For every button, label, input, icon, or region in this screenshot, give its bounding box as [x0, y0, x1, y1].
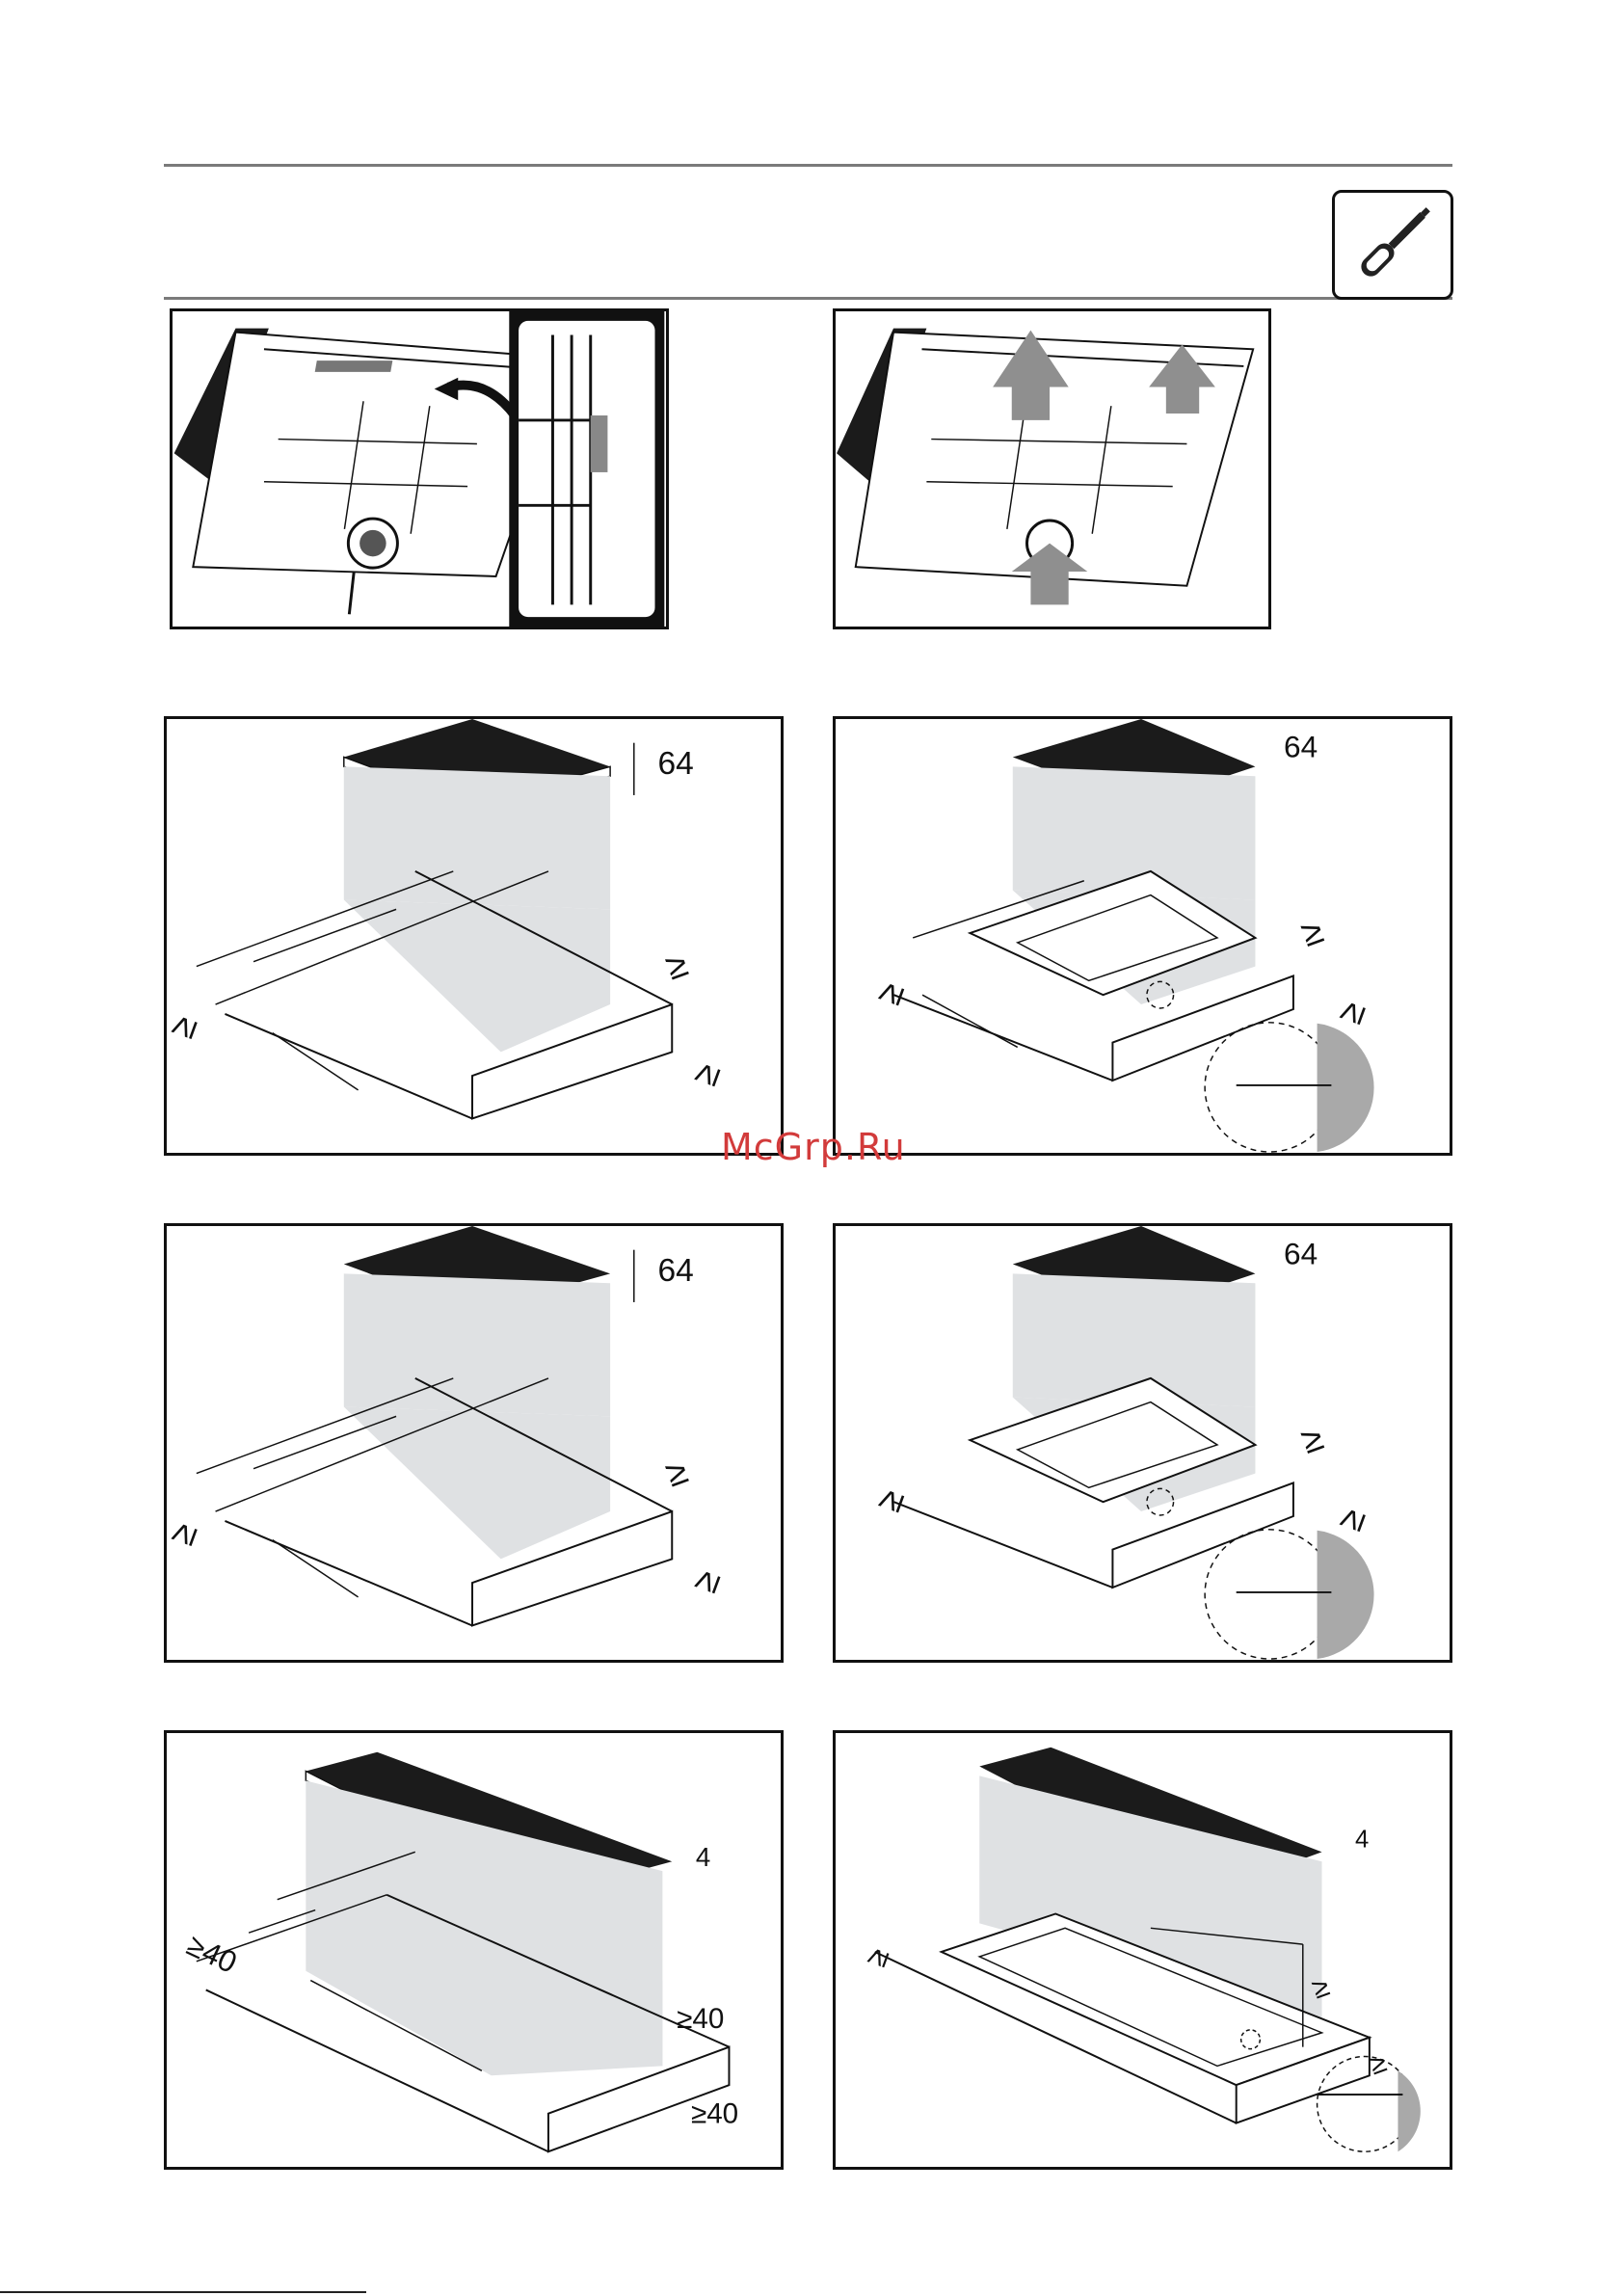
ge-right-1: ≥: [1295, 1416, 1328, 1461]
diagram-long-cutout-surface: 4 ≥ ≥ ≥: [833, 1730, 1452, 2170]
dim-left: ≥40: [182, 1927, 243, 1980]
dim-right-1: ≥40: [677, 2003, 724, 2035]
ge-left: ≥: [167, 1010, 205, 1043]
footer-rule: [0, 2291, 366, 2293]
diagram-long-cutout-flush: 4 ≥40 ≥40 ≥40: [164, 1730, 784, 2170]
ge-right-2: ≥: [683, 1057, 729, 1090]
screwdriver-icon-box: [1332, 190, 1453, 300]
ge-left: ≥: [858, 1943, 896, 1971]
ge-left: ≥: [167, 1517, 205, 1550]
ge-right-1: ≥: [1295, 909, 1328, 954]
height-dimension: 4: [1355, 1826, 1369, 1853]
diagram-cutout-surface-2: 64 ≥ ≥ ≥: [833, 1223, 1452, 1663]
header-rule-top: [164, 164, 1452, 167]
header-rule-bottom: [164, 297, 1452, 300]
height-dimension: 64: [1284, 729, 1318, 763]
diagram-cutout-flush-1: 64 ≥ ≥ ≥: [164, 716, 784, 1156]
ge-right-1: ≥: [660, 943, 693, 988]
diagram-underside-detail: [170, 308, 669, 629]
screwdriver-icon: [1335, 193, 1451, 297]
ge-left: ≥: [867, 1484, 913, 1517]
ge-left: ≥: [867, 977, 913, 1010]
diagram-cutout-surface-1: 64 ≥ ≥ ≥: [833, 716, 1452, 1156]
ge-right-2: ≥: [1328, 1503, 1373, 1535]
dim-right-2: ≥40: [691, 2098, 738, 2130]
height-dimension: 64: [1284, 1236, 1318, 1270]
watermark-text: McGrp.Ru: [721, 1126, 906, 1168]
height-dimension: 4: [696, 1842, 710, 1872]
ge-right-2: ≥: [1328, 996, 1373, 1028]
diagram-underside-airflow: [833, 308, 1271, 629]
diagram-cutout-flush-2: 64 ≥ ≥ ≥: [164, 1223, 784, 1663]
height-dimension: 64: [657, 1253, 693, 1289]
ge-right-2: ≥: [683, 1564, 729, 1597]
ge-right-1: ≥: [660, 1450, 693, 1495]
height-dimension: 64: [657, 746, 693, 782]
